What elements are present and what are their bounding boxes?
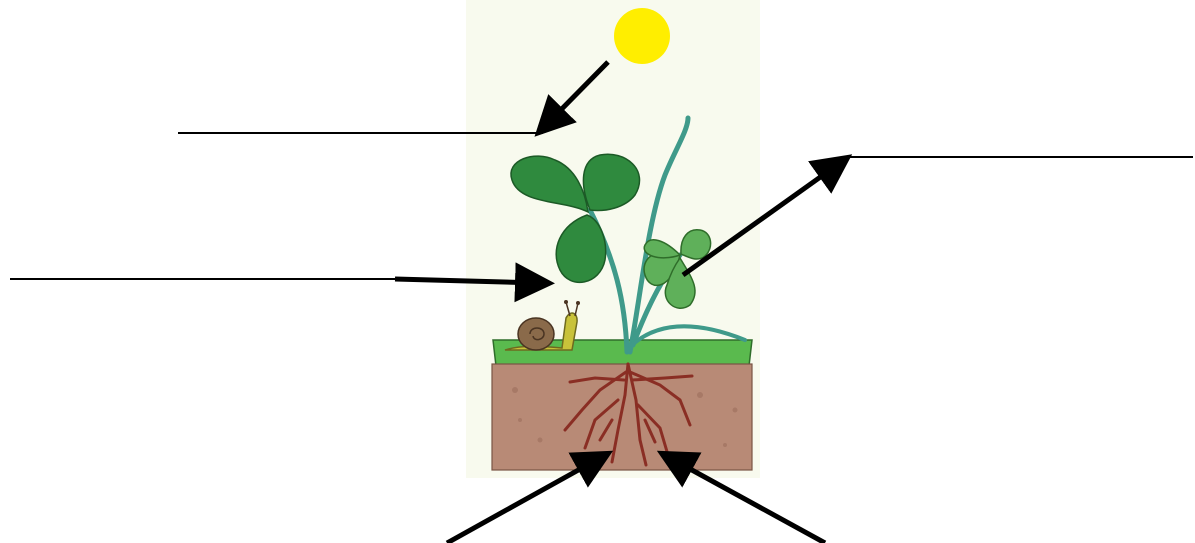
sun xyxy=(614,8,670,64)
